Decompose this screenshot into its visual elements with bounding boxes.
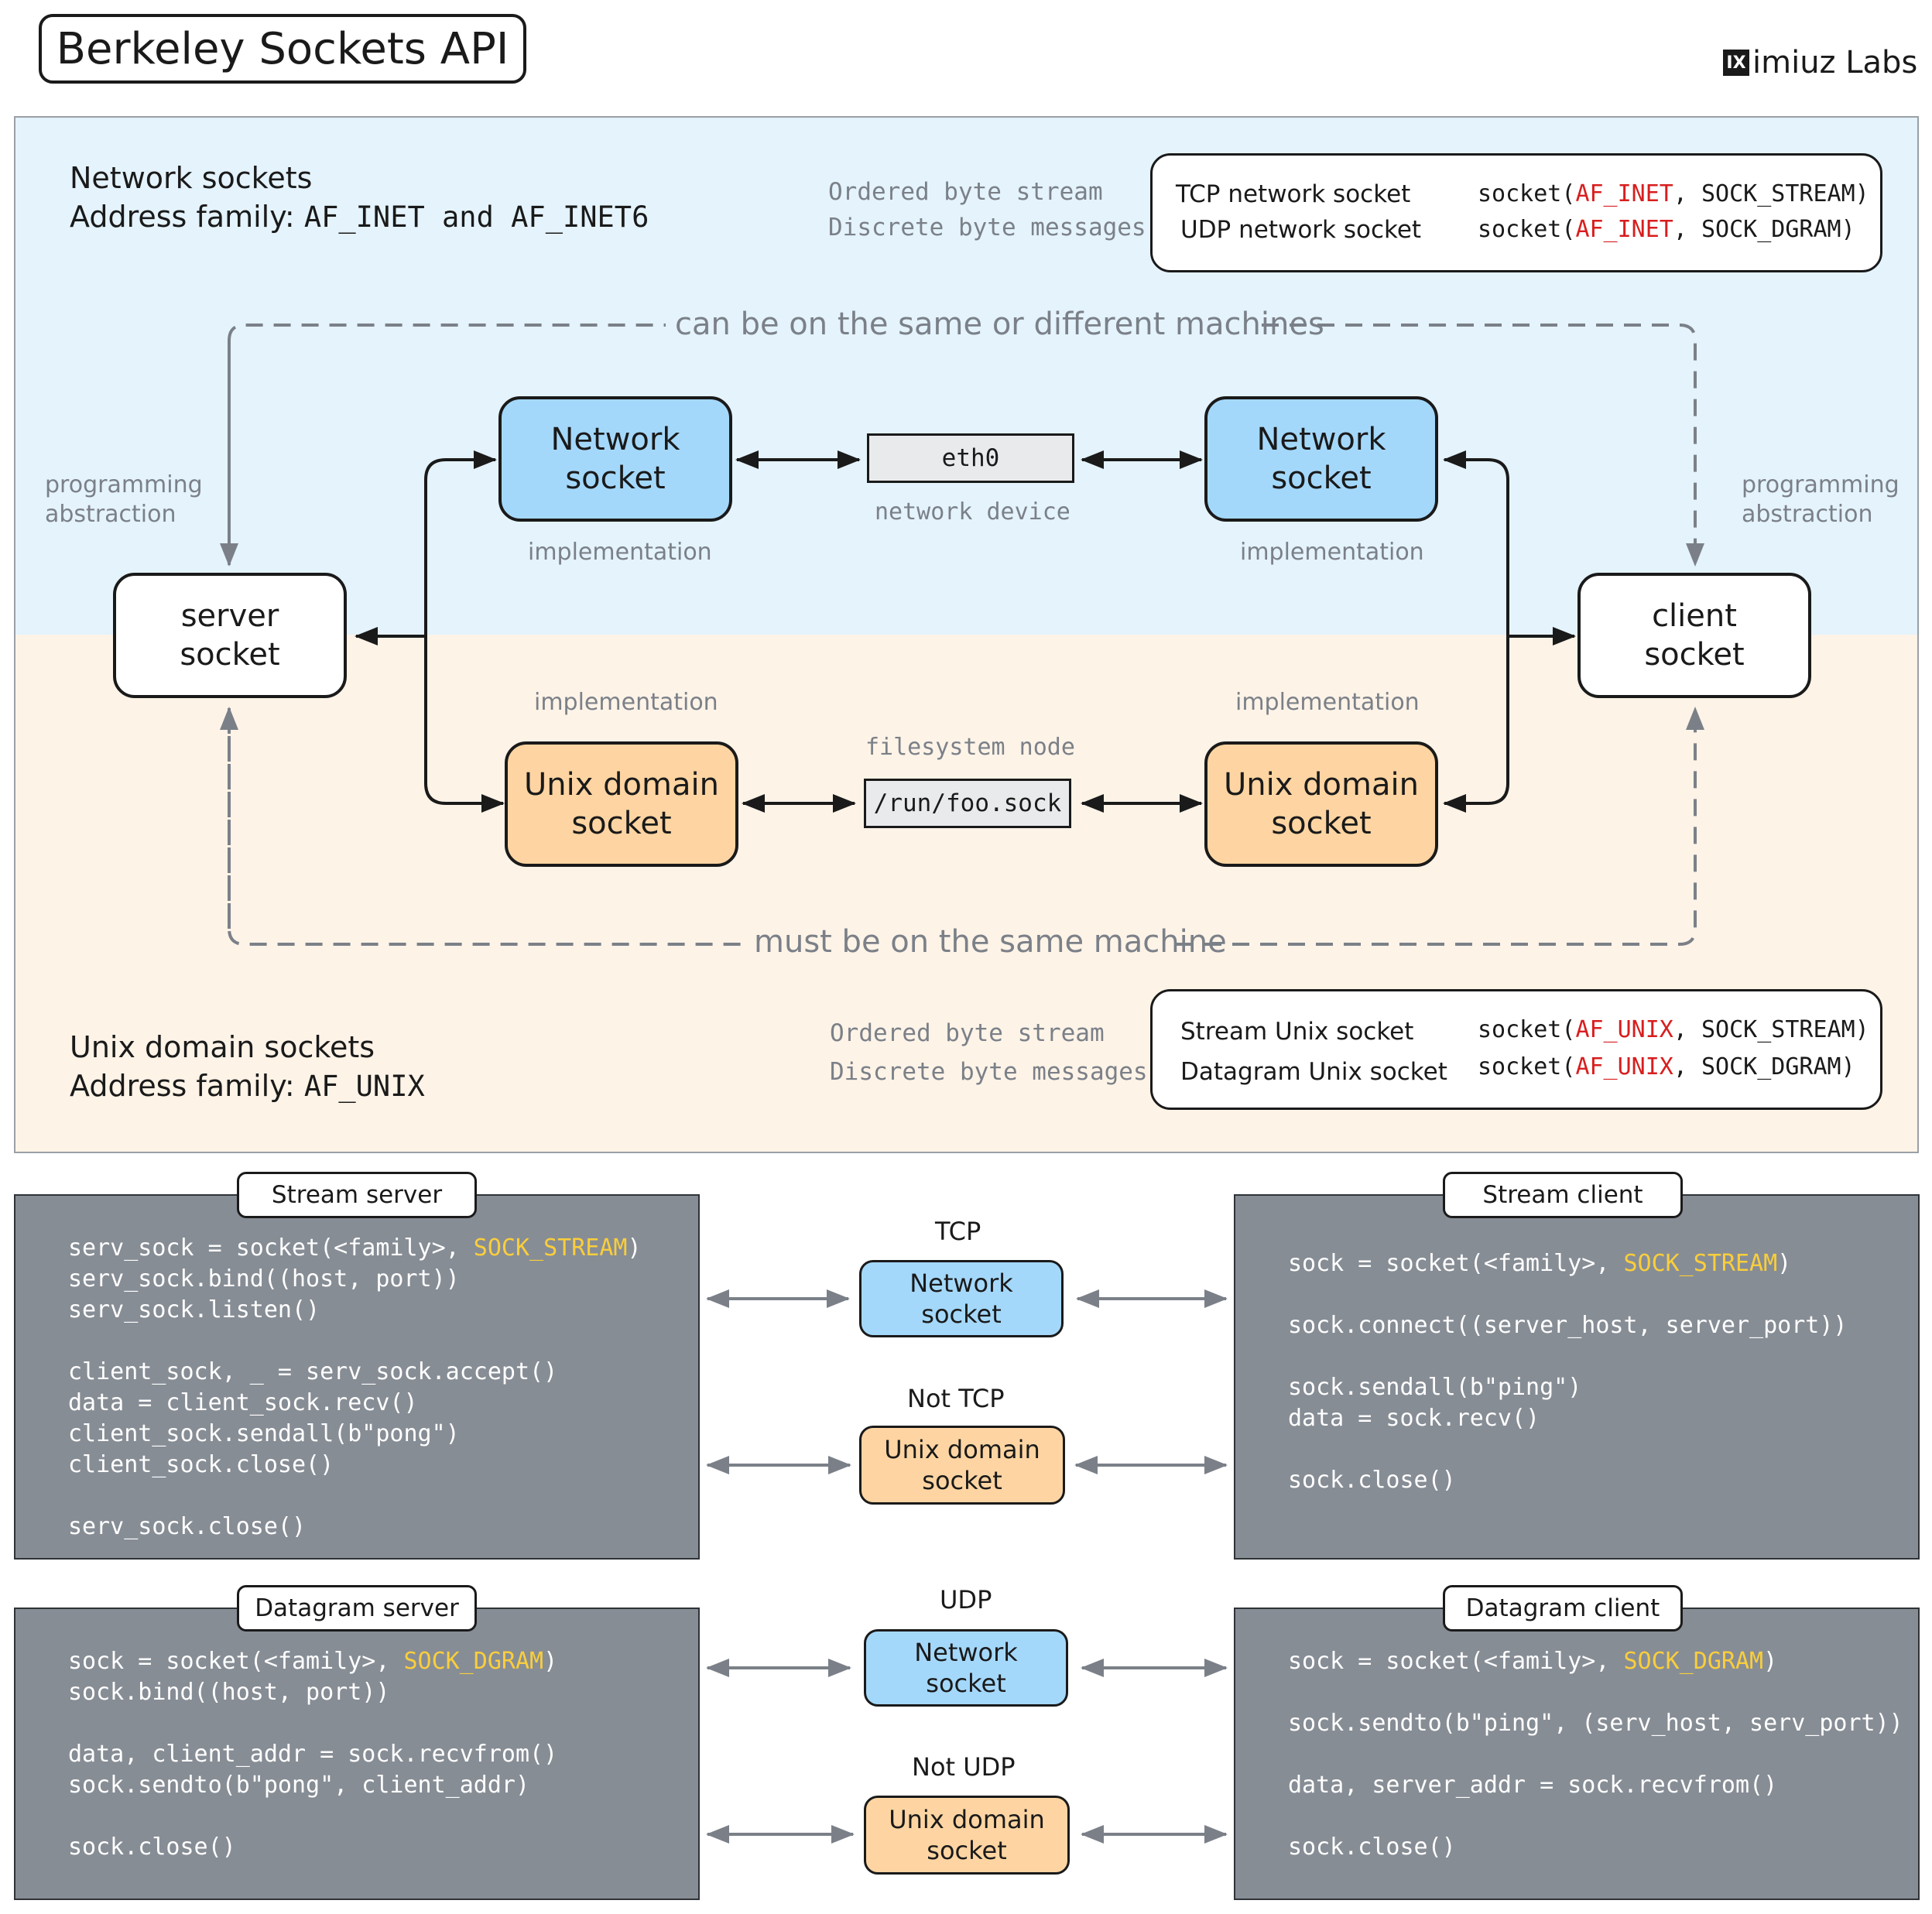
unix-dgram-note: Discrete byte messages (830, 1058, 1148, 1086)
legend-label: TCP network socket (1176, 180, 1411, 208)
legend-call: socket(AF_UNIX, SOCK_DGRAM) (1478, 1053, 1855, 1080)
stream-unix-socket: Unix domain socket (859, 1426, 1065, 1505)
code-line: sock.close() (68, 1834, 236, 1861)
udp-network-socket: Network socket (864, 1629, 1068, 1707)
right-abstraction-note: programming abstraction (1742, 471, 1899, 528)
network-notes: Ordered byte stream Discrete byte messag… (828, 174, 1146, 245)
stream-client-tag: Stream client (1443, 1172, 1683, 1218)
datagram-unix-socket: Unix domain socket (864, 1796, 1070, 1875)
unix-socket-right: Unix domain socket (1204, 741, 1438, 867)
network-legend: TCP network socket socket(AF_INET, SOCK_… (1150, 153, 1882, 272)
not-udp-label: Not UDP (912, 1752, 1016, 1782)
network-families: AF_INET and AF_INET6 (303, 200, 649, 234)
left-abstraction-note: programming abstraction (45, 471, 203, 528)
stream-server-panel: serv_sock = socket(<family>, SOCK_STREAM… (14, 1194, 700, 1560)
stream-server-tag: Stream server (237, 1172, 477, 1218)
legend-label: UDP network socket (1180, 216, 1422, 244)
tcp-network-socket: Network socket (859, 1260, 1064, 1337)
filesystem-node-label: filesystem node (865, 734, 1075, 761)
legend-call: socket(AF_INET, SOCK_STREAM) (1478, 180, 1869, 207)
code-line: serv_sock = socket(<family>, SOCK_STREAM… (68, 1234, 642, 1262)
network-heading: Network sockets Address family: AF_INET … (70, 159, 649, 237)
code-line: sock = socket(<family>, SOCK_STREAM) (1288, 1250, 1792, 1277)
unix-legend: Stream Unix socket socket(AF_UNIX, SOCK_… (1150, 989, 1882, 1110)
stream-client-panel: sock = socket(<family>, SOCK_STREAM) soc… (1234, 1194, 1920, 1560)
server-socket-node: server socket (113, 573, 347, 698)
code-line: sock.sendall(b"ping") (1288, 1374, 1582, 1401)
network-socket-left: Network socket (498, 396, 732, 522)
unix-notes: Ordered byte stream Discrete byte messag… (830, 1014, 1148, 1091)
brand-name: imiuz Labs (1752, 45, 1918, 80)
not-tcp-label: Not TCP (907, 1384, 1005, 1413)
code-line: sock.sendto(b"ping", (serv_host, serv_po… (1288, 1710, 1903, 1737)
datagram-server-panel: sock = socket(<family>, SOCK_DGRAM) sock… (14, 1608, 700, 1900)
bottom-dashed-label: must be on the same machine (754, 924, 1227, 960)
bottom-dashed-connector (228, 708, 1695, 946)
network-socket-right: Network socket (1204, 396, 1438, 522)
code-line: client_sock.sendall(b"pong") (68, 1420, 460, 1447)
network-family-label: Address family: (70, 200, 295, 234)
network-heading-title: Network sockets (70, 161, 313, 195)
code-line: serv_sock.listen() (68, 1296, 320, 1323)
datagram-client-tag: Datagram client (1443, 1585, 1683, 1632)
server-to-network-arrow (423, 450, 497, 640)
tcp-label: TCP (935, 1217, 981, 1246)
code-line: sock.sendto(b"pong", client_addr) (68, 1772, 530, 1799)
unix-family-line: Address family: AF_UNIX (70, 1067, 425, 1106)
client-socket-node: client socket (1577, 573, 1811, 698)
code-line: serv_sock.bind((host, port)) (68, 1265, 460, 1293)
datagram-client-panel: sock = socket(<family>, SOCK_DGRAM) sock… (1234, 1608, 1920, 1900)
implementation-label: implementation (1235, 689, 1420, 716)
client-to-unix-arrow (1443, 636, 1509, 813)
code-line: data, client_addr = sock.recvfrom() (68, 1741, 558, 1768)
unix-families: AF_UNIX (303, 1070, 425, 1103)
code-line: sock.close() (1288, 1467, 1456, 1494)
code-line: data = client_sock.recv() (68, 1389, 418, 1416)
network-dgram-note: Discrete byte messages (828, 214, 1146, 241)
sock-path-node: /run/foo.sock (864, 779, 1071, 828)
top-dashed-label: can be on the same or different machines (675, 306, 1324, 342)
unix-heading: Unix domain sockets Address family: AF_U… (70, 1028, 425, 1106)
code-line: data, server_addr = sock.recvfrom() (1288, 1772, 1778, 1799)
code-line: sock = socket(<family>, SOCK_DGRAM) (68, 1648, 558, 1675)
network-family-line: Address family: AF_INET and AF_INET6 (70, 197, 649, 237)
brand-logo: IX imiuz Labs (1723, 45, 1917, 80)
legend-call: socket(AF_INET, SOCK_DGRAM) (1478, 216, 1855, 243)
unix-heading-title: Unix domain sockets (70, 1030, 375, 1064)
implementation-label: implementation (534, 689, 718, 716)
network-stream-note: Ordered byte stream (828, 178, 1103, 206)
code-line: sock.connect((server_host, server_port)) (1288, 1312, 1848, 1339)
code-line: sock.close() (1288, 1834, 1456, 1861)
network-device-label: network device (875, 498, 1070, 526)
code-line: sock.bind((host, port)) (68, 1679, 390, 1706)
code-line: serv_sock.close() (68, 1513, 307, 1540)
page-title: Berkeley Sockets API (39, 14, 526, 84)
code-line: sock = socket(<family>, SOCK_DGRAM) (1288, 1648, 1778, 1675)
implementation-label: implementation (528, 539, 712, 566)
code-line: data = sock.recv() (1288, 1405, 1540, 1432)
unix-stream-note: Ordered byte stream (830, 1019, 1105, 1047)
udp-label: UDP (940, 1585, 992, 1614)
brand-mark-icon: IX (1723, 50, 1749, 76)
server-to-unix-arrow (424, 636, 505, 813)
top-dashed-connector (228, 324, 1695, 565)
unix-socket-left: Unix domain socket (505, 741, 738, 867)
legend-call: socket(AF_UNIX, SOCK_STREAM) (1478, 1016, 1869, 1043)
legend-label: Datagram Unix socket (1180, 1058, 1447, 1086)
legend-label: Stream Unix socket (1180, 1018, 1414, 1046)
unix-family-label: Address family: (70, 1069, 295, 1103)
implementation-label: implementation (1240, 539, 1424, 566)
eth0-device: eth0 (867, 433, 1074, 483)
code-line: client_sock, _ = serv_sock.accept() (68, 1358, 558, 1385)
datagram-server-tag: Datagram server (237, 1585, 477, 1632)
client-to-network-arrow (1443, 450, 1509, 636)
code-line: client_sock.close() (68, 1451, 334, 1478)
